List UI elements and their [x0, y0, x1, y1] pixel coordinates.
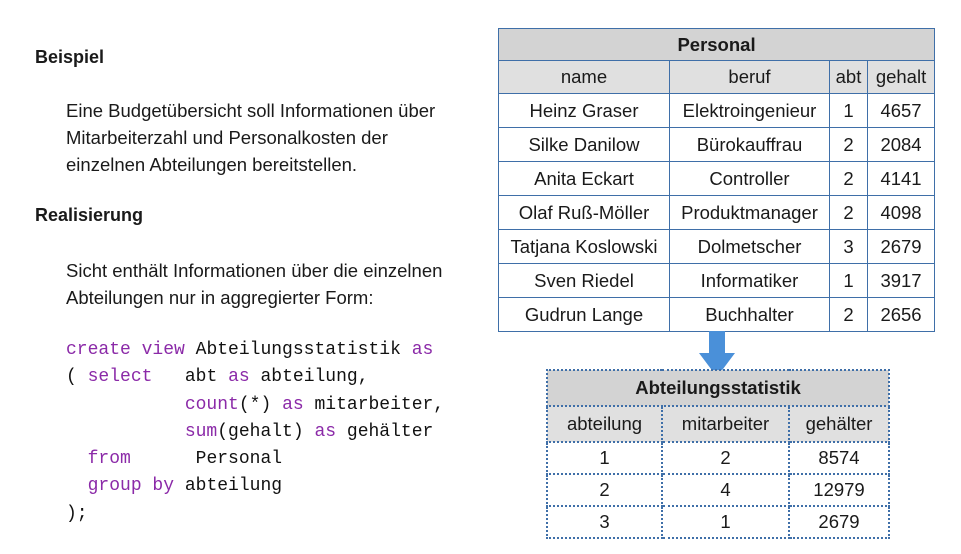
- table-cell: 2: [829, 297, 868, 332]
- sql-keyword: group by: [87, 476, 175, 497]
- column-header: gehalt: [866, 60, 936, 94]
- table-cell: 3: [546, 505, 663, 539]
- table-cell: 2: [829, 161, 868, 196]
- table-cell: 1: [829, 93, 868, 128]
- sql-function: sum: [184, 421, 218, 442]
- table-cell: 3917: [866, 263, 936, 298]
- table-cell: 3: [829, 229, 868, 264]
- personal-table: Personal name beruf abt gehalt Heinz Gra…: [497, 28, 936, 332]
- sql-arg: (*): [238, 394, 272, 415]
- table-cell: 2: [546, 473, 663, 507]
- table-cell: Buchhalter: [669, 297, 830, 332]
- personal-table-title: Personal: [497, 28, 936, 61]
- sql-table: Personal: [195, 449, 283, 470]
- column-header: mitarbeiter: [661, 405, 790, 443]
- sql-keyword: from: [87, 449, 131, 470]
- column-header: abt: [829, 60, 868, 94]
- realization-line: Abteilungen nur in aggregierter Form:: [66, 287, 374, 308]
- table-cell: 4657: [866, 93, 936, 128]
- table-cell: Produktmanager: [669, 195, 830, 230]
- table-cell: Informatiker: [669, 263, 830, 298]
- sql-column: abteilung: [184, 476, 283, 497]
- example-line: Eine Budgetübersicht soll Informationen …: [66, 100, 436, 121]
- sql-column: abt: [184, 367, 218, 388]
- table-cell: Heinz Graser: [498, 93, 670, 128]
- sql-arg: (gehalt): [217, 421, 304, 442]
- example-line: einzelnen Abteilungen bereitstellen.: [66, 154, 358, 175]
- sql-alias: mitarbeiter,: [314, 394, 445, 415]
- table-cell: Elektroingenieur: [669, 93, 830, 128]
- table-cell: 2084: [866, 127, 936, 162]
- table-cell: 2: [661, 441, 790, 475]
- table-cell: Olaf Ruß-Möller: [498, 195, 670, 230]
- table-cell: 8574: [787, 441, 891, 475]
- table-cell: Controller: [669, 161, 830, 196]
- table-cell: 1: [661, 505, 790, 539]
- table-cell: 2: [829, 195, 868, 230]
- example-text: Eine Budgetübersicht soll Informationen …: [66, 97, 435, 178]
- table-cell: Tatjana Koslowski: [498, 229, 670, 264]
- table-cell: 4: [661, 473, 790, 507]
- table-cell: Bürokauffrau: [669, 127, 830, 162]
- column-header: beruf: [669, 60, 830, 94]
- sql-keyword: select: [87, 367, 153, 388]
- column-header: abteilung: [546, 405, 663, 443]
- table-cell: Sven Riedel: [498, 263, 670, 298]
- table-cell: 12979: [787, 473, 891, 507]
- column-header: name: [498, 60, 670, 94]
- view-name: Abteilungsstatistik: [195, 340, 401, 360]
- table-cell: 2679: [787, 505, 891, 539]
- sql-keyword: as: [282, 394, 304, 415]
- arrow-down-icon: [699, 331, 735, 377]
- realization-heading: Realisierung: [35, 205, 144, 225]
- table-cell: 2679: [866, 229, 936, 264]
- table-cell: 4141: [866, 161, 936, 196]
- table-cell: 2656: [866, 297, 936, 332]
- table-cell: Dolmetscher: [669, 229, 830, 264]
- realization-text: Sicht enthält Informationen über die ein…: [66, 257, 442, 311]
- table-cell: Gudrun Lange: [498, 297, 670, 332]
- sql-alias: gehälter: [346, 421, 434, 442]
- table-cell: Anita Eckart: [498, 161, 670, 196]
- table-cell: 2: [829, 127, 868, 162]
- sql-keyword: as: [314, 421, 337, 442]
- table-cell: 1: [829, 263, 868, 298]
- sql-keyword: create view: [66, 340, 185, 360]
- sql-keyword: as: [228, 367, 250, 388]
- sql-function: count: [184, 394, 239, 415]
- sql-keyword: as: [411, 340, 434, 360]
- column-header: gehälter: [787, 405, 891, 443]
- realization-line: Sicht enthält Informationen über die ein…: [66, 260, 443, 281]
- table-cell: 1: [546, 441, 663, 475]
- table-cell: Silke Danilow: [498, 127, 670, 162]
- table-cell: 4098: [866, 195, 936, 230]
- abteilungsstatistik-table: Abteilungsstatistik abteilung mitarbeite…: [545, 369, 891, 539]
- statistik-table-title: Abteilungsstatistik: [545, 369, 891, 407]
- sql-paren: (: [66, 367, 77, 388]
- sql-code-block: create view Abteilungsstatistik as ( sel…: [66, 337, 444, 528]
- sql-alias: abteilung,: [260, 367, 369, 388]
- example-line: Mitarbeiterzahl und Personalkosten der: [66, 127, 388, 148]
- example-heading: Beispiel: [35, 47, 105, 67]
- sql-close: );: [66, 503, 88, 524]
